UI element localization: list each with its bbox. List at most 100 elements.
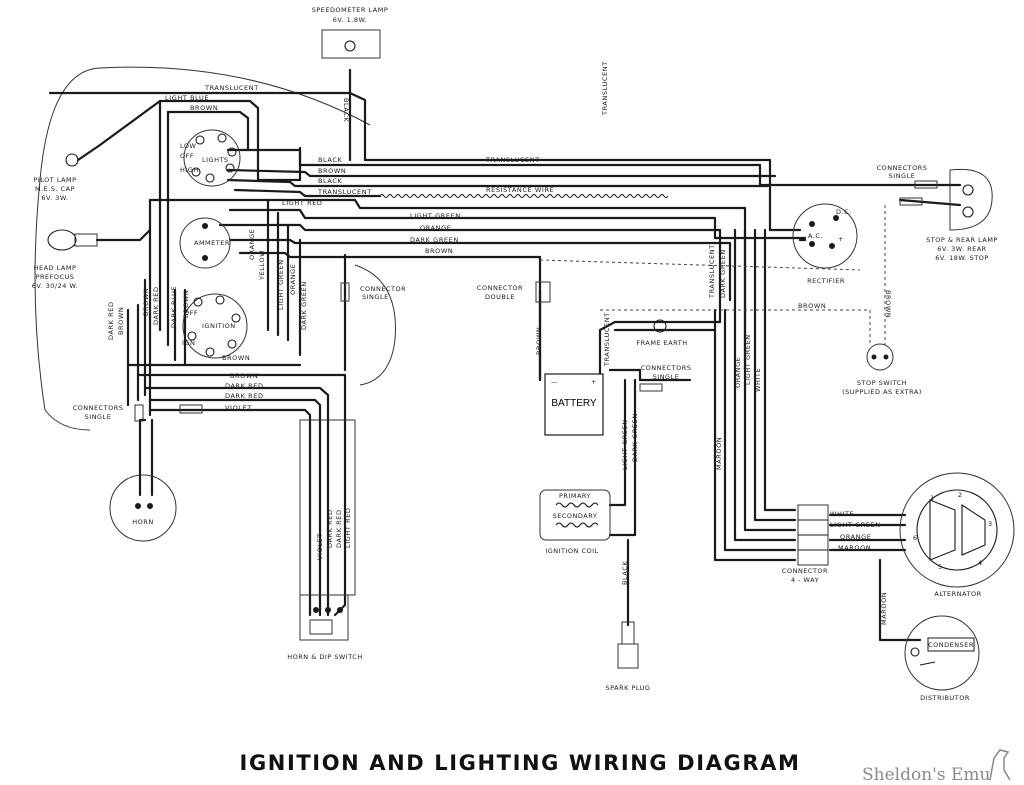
svg-text:TRANSLUCENT: TRANSLUCENT	[708, 244, 716, 299]
rectifier: D.C. A.C. + RECTIFIER	[792, 203, 858, 285]
svg-text:DARK RED: DARK RED	[107, 301, 115, 340]
svg-text:ORANGE: ORANGE	[420, 224, 451, 232]
ignition-coil: PRIMARY SECONDARY IGNITION COIL	[539, 489, 611, 555]
svg-text:PRIMARY: PRIMARY	[559, 492, 591, 500]
svg-text:IGNITION: IGNITION	[202, 322, 236, 330]
svg-text:DARK BLUE: DARK BLUE	[170, 286, 178, 328]
svg-text:D.C.: D.C.	[836, 208, 852, 216]
svg-text:LIGHT GREEN: LIGHT GREEN	[744, 334, 752, 385]
svg-text:4: 4	[978, 559, 983, 567]
lights-switch[interactable]: LIGHTS LOW OFF HIGH	[180, 129, 241, 187]
svg-text:—: —	[551, 378, 558, 386]
svg-text:6V. 1.8W.: 6V. 1.8W.	[333, 16, 367, 24]
svg-text:STOP & REAR LAMP: STOP & REAR LAMP	[926, 236, 998, 244]
svg-text:DARK GREEN: DARK GREEN	[719, 249, 727, 298]
alternator: 2 3 4 5 6 1 ALTERNATOR	[899, 472, 1015, 598]
svg-text:ORANGE: ORANGE	[289, 264, 297, 295]
svg-text:WHITE: WHITE	[754, 368, 762, 392]
svg-text:CONNECTORS: CONNECTORS	[641, 364, 692, 372]
ignition-switch[interactable]: IGNITION OFF IGN	[182, 293, 248, 359]
svg-text:BROWN: BROWN	[230, 372, 258, 380]
svg-text:IGNITION COIL: IGNITION COIL	[545, 547, 598, 555]
svg-text:BROWN: BROWN	[318, 167, 346, 175]
svg-text:YELLOW: YELLOW	[258, 250, 266, 281]
svg-text:DARK RED: DARK RED	[225, 392, 264, 400]
svg-text:CONDENSER: CONDENSER	[928, 641, 974, 649]
svg-text:MAROON: MAROON	[715, 437, 723, 470]
svg-text:BROWN: BROWN	[884, 290, 892, 318]
svg-text:SECONDARY: SECONDARY	[553, 512, 598, 520]
svg-text:+: +	[838, 235, 844, 243]
svg-text:5: 5	[938, 563, 943, 571]
svg-text:LIGHT RED: LIGHT RED	[282, 199, 323, 207]
svg-text:CONNECTOR: CONNECTOR	[782, 567, 828, 575]
svg-text:LIGHT BLUE: LIGHT BLUE	[165, 94, 209, 102]
svg-text:TRANSLUCENT: TRANSLUCENT	[603, 312, 611, 367]
svg-text:MAROON: MAROON	[838, 544, 871, 552]
svg-text:HEAD LAMP: HEAD LAMP	[34, 264, 77, 272]
ammeter: AMMETER	[179, 217, 231, 269]
svg-text:CONNECTOR: CONNECTOR	[477, 284, 523, 292]
svg-text:DARK RED: DARK RED	[326, 509, 334, 548]
svg-text:DISTRIBUTOR: DISTRIBUTOR	[920, 694, 970, 702]
svg-text:DARK RED: DARK RED	[335, 509, 343, 548]
connectors-single-left: CONNECTORS SINGLE	[73, 404, 203, 422]
svg-text:PREFOCUS: PREFOCUS	[36, 273, 75, 281]
svg-text:3: 3	[988, 520, 993, 528]
horn-dip-switch[interactable]: HORN & DIP SWITCH	[287, 419, 362, 661]
wire-labels: TRANSLUCENT LIGHT BLUE BROWN BLACK BROWN…	[107, 61, 892, 625]
svg-text:OFF: OFF	[184, 309, 198, 317]
svg-text:BROWN: BROWN	[425, 247, 453, 255]
svg-text:ORANGE: ORANGE	[734, 357, 742, 388]
pilot-lamp: PILOT LAMP M.E.S. CAP 6V. 3W.	[33, 99, 162, 202]
svg-text:DARK GREEN: DARK GREEN	[631, 413, 639, 462]
svg-text:6V. 3W. REAR: 6V. 3W. REAR	[937, 245, 986, 253]
svg-text:LIGHT GREEN: LIGHT GREEN	[277, 259, 285, 310]
stop-switch[interactable]: STOP SWITCH (SUPPLIED AS EXTRA)	[842, 343, 922, 396]
svg-text:IGN: IGN	[182, 339, 195, 347]
svg-text:BLACK: BLACK	[342, 98, 350, 123]
svg-text:BROWN: BROWN	[142, 288, 150, 316]
svg-text:LIGHT GREEN: LIGHT GREEN	[410, 212, 461, 220]
svg-text:2: 2	[958, 491, 963, 499]
svg-text:HIGH: HIGH	[180, 166, 199, 174]
svg-text:LIGHT GREEN: LIGHT GREEN	[621, 419, 629, 470]
svg-text:DOUBLE: DOUBLE	[485, 293, 515, 301]
svg-text:BLACK: BLACK	[621, 560, 629, 585]
svg-text:AMMETER: AMMETER	[194, 239, 230, 247]
svg-text:LIGHT RED: LIGHT RED	[344, 507, 352, 548]
svg-text:BROWN: BROWN	[182, 290, 190, 318]
svg-text:VIOLET: VIOLET	[225, 404, 252, 412]
svg-text:1: 1	[930, 494, 935, 502]
svg-text:WHITE: WHITE	[830, 510, 854, 518]
svg-text:BLACK: BLACK	[318, 177, 343, 185]
connectors-single-middle: CONNECTORS SINGLE	[639, 364, 692, 392]
svg-text:DARK GREEN: DARK GREEN	[410, 236, 459, 244]
svg-text:M.E.S. CAP: M.E.S. CAP	[35, 185, 75, 193]
svg-text:SINGLE: SINGLE	[653, 373, 680, 381]
svg-text:CONNECTORS: CONNECTORS	[877, 164, 928, 172]
svg-text:DARK RED: DARK RED	[152, 286, 160, 325]
watermark: Sheldon's Emu	[862, 749, 1011, 785]
connector-single-middle: CONNECTOR SINGLE	[340, 282, 406, 302]
svg-text:RESISTANCE WIRE: RESISTANCE WIRE	[486, 186, 554, 194]
svg-text:RECTIFIER: RECTIFIER	[807, 277, 845, 285]
svg-text:(SUPPLIED AS EXTRA): (SUPPLIED AS EXTRA)	[842, 388, 922, 396]
stop-rear-lamp: STOP & REAR LAMP 6V. 3W. REAR 6V. 18W. S…	[926, 168, 998, 262]
svg-text:TRANSLUCENT: TRANSLUCENT	[485, 156, 540, 164]
svg-text:HORN & DIP SWITCH: HORN & DIP SWITCH	[287, 653, 362, 661]
svg-text:MAROON: MAROON	[880, 592, 888, 625]
head-lamp: HEAD LAMP PREFOCUS 6V. 30/24 W.	[32, 228, 152, 290]
battery: — + BATTERY	[544, 373, 604, 436]
svg-text:6V. 18W. STOP: 6V. 18W. STOP	[935, 254, 989, 262]
svg-text:BROWN: BROWN	[222, 354, 250, 362]
svg-text:HORN: HORN	[132, 518, 153, 526]
distributor: CONDENSER DISTRIBUTOR	[904, 615, 980, 702]
speedometer-lamp: SPEEDOMETER LAMP 6V. 1.8W.	[312, 6, 388, 59]
frame-earth: FRAME EARTH	[636, 319, 687, 347]
svg-text:Sheldon's Emu: Sheldon's Emu	[862, 765, 990, 785]
svg-text:ALTERNATOR: ALTERNATOR	[934, 590, 981, 598]
svg-text:CONNECTOR: CONNECTOR	[360, 285, 406, 293]
horn: HORN	[109, 474, 177, 542]
